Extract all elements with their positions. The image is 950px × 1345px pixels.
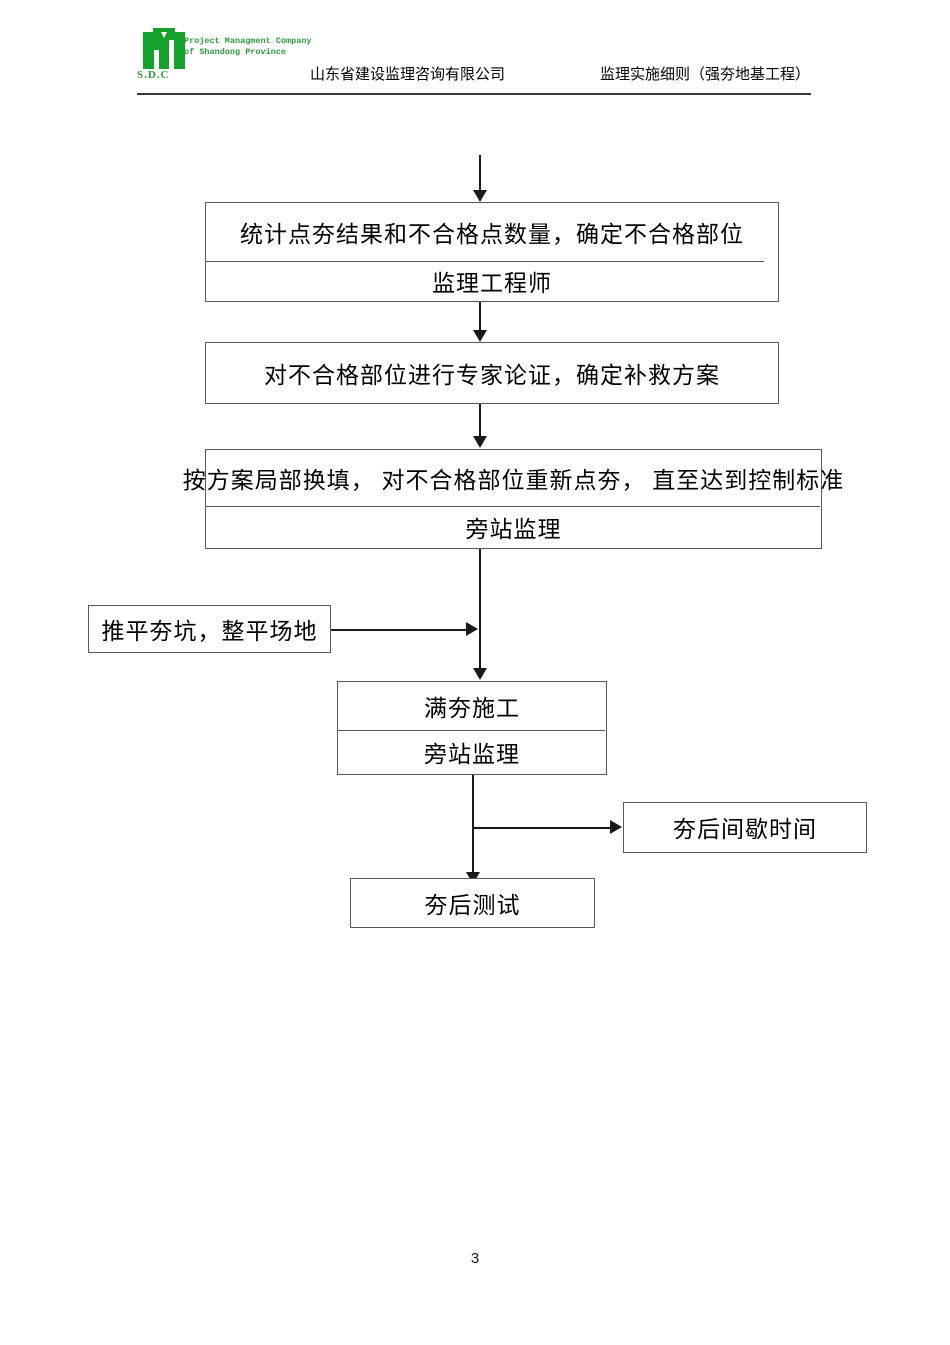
node-rest-interval: 夯后间歇时间 <box>623 802 867 853</box>
arrowhead-into-rest-interval <box>610 820 622 834</box>
connector-into-statistics <box>479 155 481 191</box>
node-post-test-main: 夯后测试 <box>424 892 521 918</box>
node-full-tamping-main: 满夯施工 <box>424 696 520 721</box>
node-full-tamping-sub: 旁站监理 <box>424 741 520 767</box>
logo-abbrev: S.D.C <box>137 69 170 81</box>
node-level-site: 推平夯坑，整平场地 <box>88 605 331 653</box>
node-statistics-main: 统计点夯结果和不合格点数量，确定不合格部位 <box>240 222 744 247</box>
arrowhead-level-site-to-trunk <box>466 622 478 636</box>
node-statistics: 统计点夯结果和不合格点数量，确定不合格部位 监理工程师 <box>205 202 779 302</box>
node-statistics-sub: 监理工程师 <box>432 270 552 296</box>
connector-expert-to-rework <box>479 404 481 436</box>
logo-english-line1: Project Managment Company <box>184 36 312 46</box>
node-full-tamping-divider <box>338 730 605 731</box>
node-rework: 按方案局部换填， 对不合格部位重新点夯， 直至达到控制标准 旁站监理 <box>182 449 845 549</box>
page-number: 3 <box>470 1250 480 1267</box>
connector-statistics-to-expert <box>479 302 481 331</box>
node-rework-divider <box>206 506 820 507</box>
header-rule <box>137 93 811 95</box>
node-expert-review: 对不合格部位进行专家论证，确定补救方案 <box>205 342 779 404</box>
node-level-site-main: 推平夯坑，整平场地 <box>101 618 318 644</box>
connector-rework-to-full-tamping <box>479 549 481 670</box>
arrowhead-into-full-tamping <box>473 668 487 680</box>
header-company-name: 山东省建设监理咨询有限公司 <box>310 67 506 83</box>
logo-english-line2: of Shandong Province <box>184 47 287 57</box>
connector-full-tamping-to-post-test <box>472 775 474 875</box>
arrowhead-into-statistics <box>473 190 487 202</box>
connector-level-site-to-trunk <box>331 629 467 631</box>
arrowhead-into-rework <box>473 436 487 448</box>
arrowhead-into-expert <box>473 330 487 342</box>
logo-english-text: Project Managment Company of Shandong Pr… <box>184 36 312 58</box>
green-m-logo-icon <box>143 28 185 69</box>
header-document-title: 监理实施细则（强夯地基工程） <box>600 67 811 83</box>
node-rest-interval-main: 夯后间歇时间 <box>673 817 817 842</box>
node-full-tamping: 满夯施工 旁站监理 <box>337 681 607 775</box>
connector-trunk-to-rest-interval <box>472 827 611 829</box>
node-post-test: 夯后测试 <box>350 878 595 928</box>
node-rework-main: 按方案局部换填， 对不合格部位重新点夯， 直至达到控制标准 <box>182 468 845 493</box>
node-statistics-divider <box>206 261 764 262</box>
node-rework-sub: 旁站监理 <box>465 516 562 542</box>
company-logo: Project Managment Company of Shandong Pr… <box>137 26 337 84</box>
node-expert-review-main: 对不合格部位进行专家论证，确定补救方案 <box>264 362 720 388</box>
